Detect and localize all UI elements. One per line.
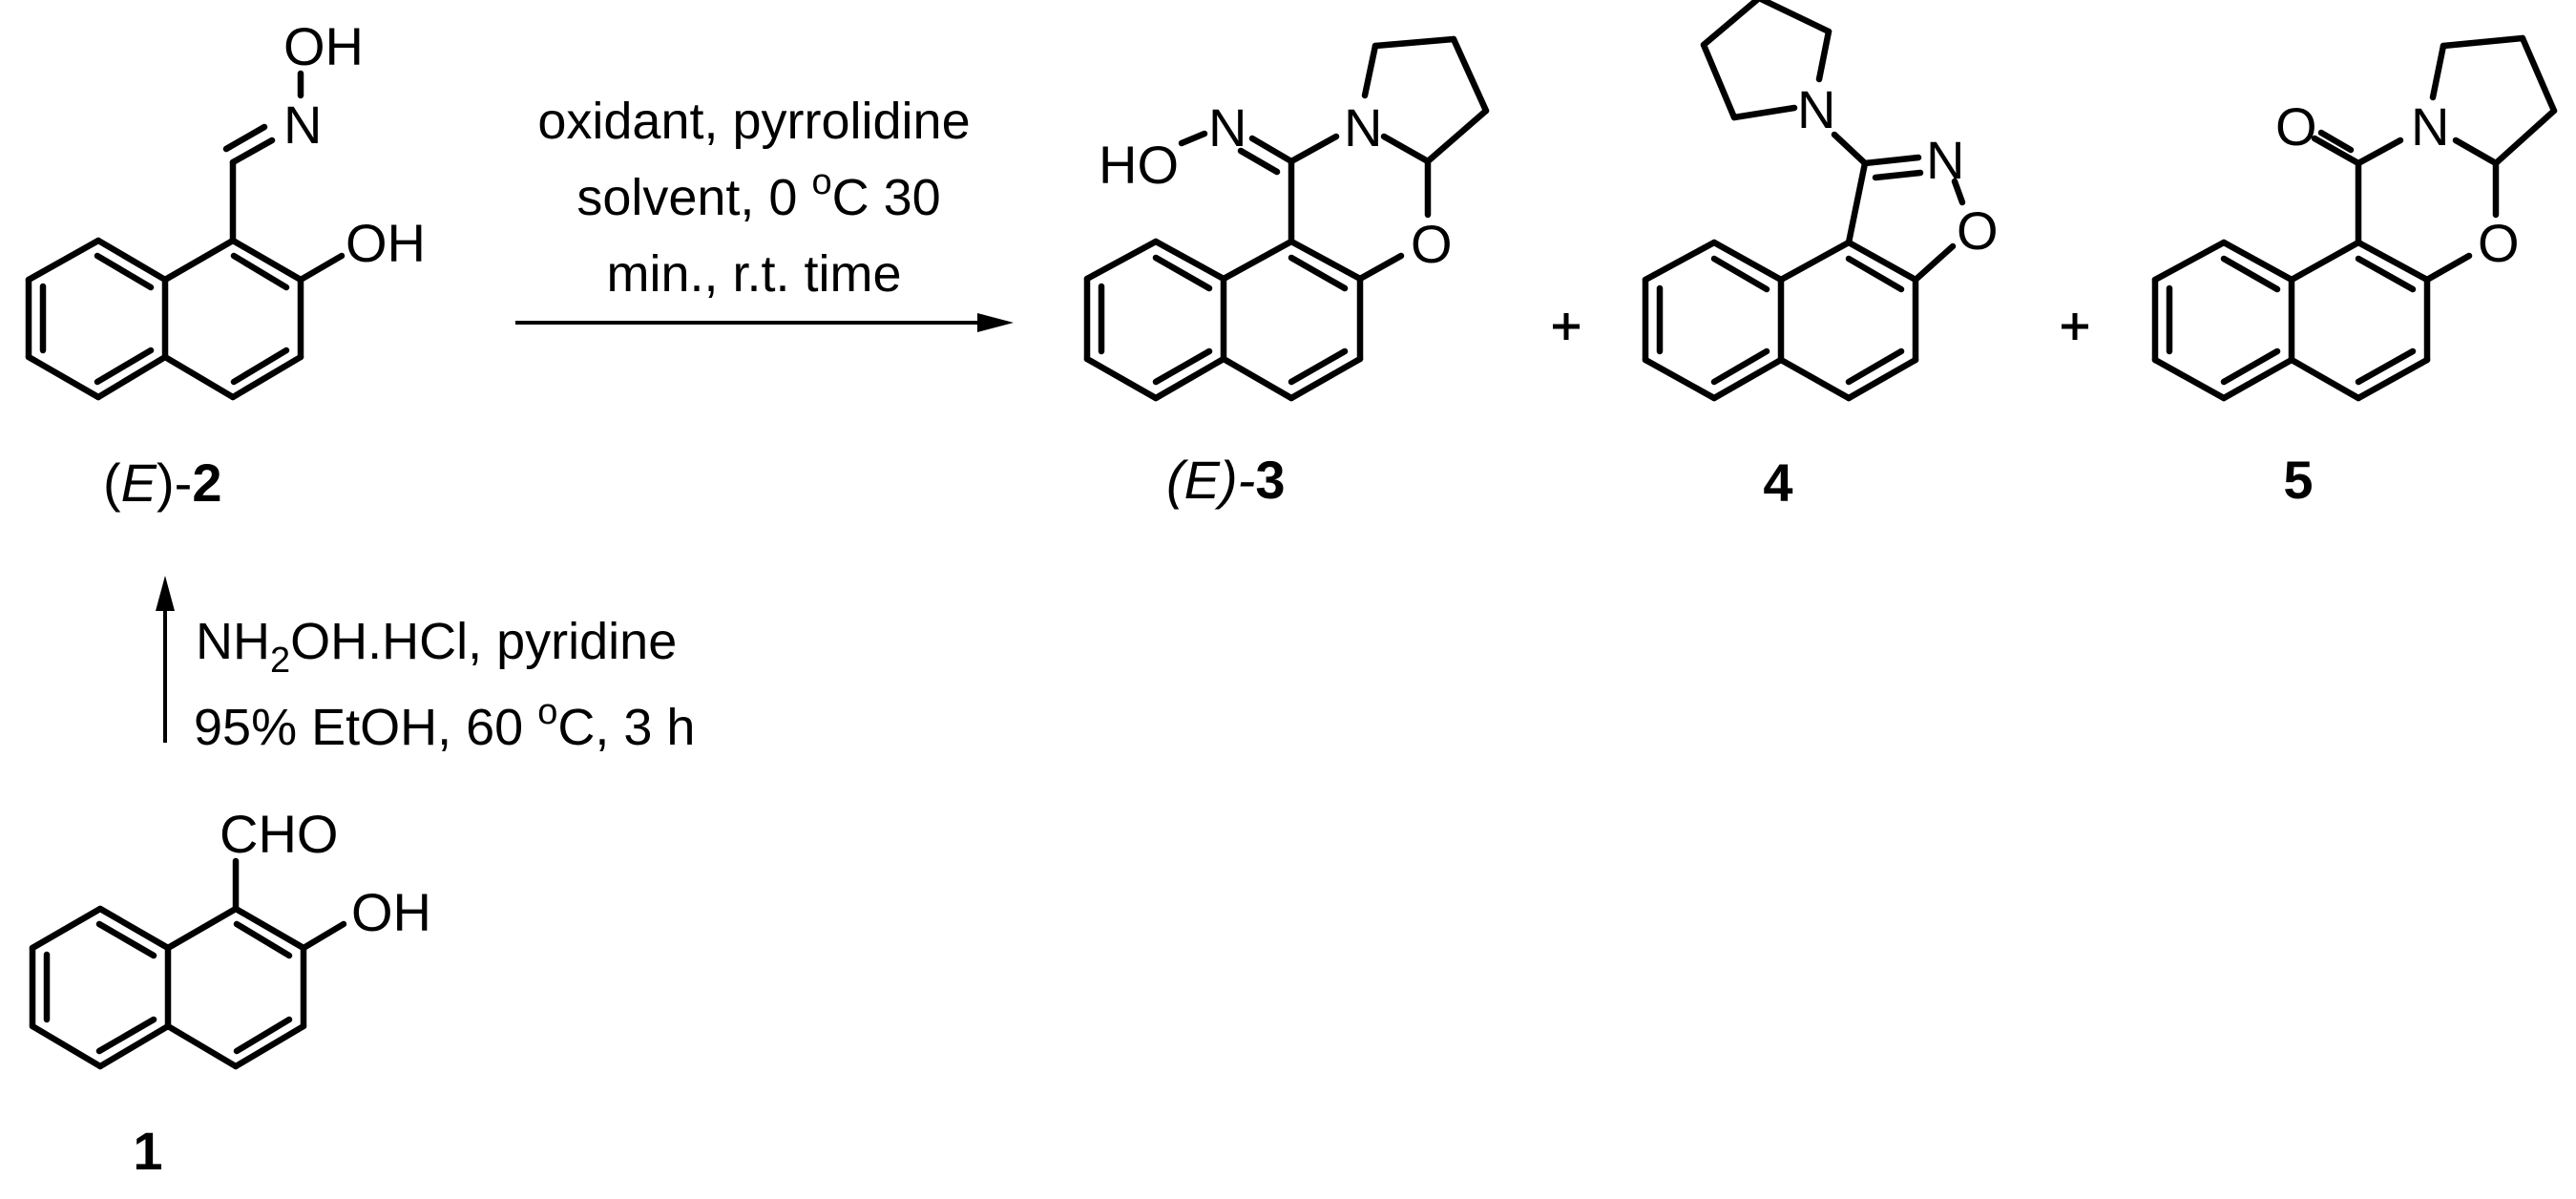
reaction-arrow-up [156, 576, 175, 743]
compound-5-structure [2151, 34, 2558, 402]
compound-4-structure [1642, 0, 1966, 402]
atom-N: N [283, 95, 322, 155]
compound-label-E2: (E)-2 [103, 452, 221, 513]
step2-conditions-line2: solvent, 0 oC 30 [576, 162, 940, 226]
compound-label-4: 4 [1763, 452, 1792, 513]
step2-conditions-line3: min., r.t. time [606, 245, 901, 303]
step1-conditions-line2: 95% EtOH, 60 oC, 3 h [194, 692, 695, 756]
reaction-arrow-right [515, 313, 1014, 332]
atom-O-isoxazole: O [1957, 200, 1999, 261]
atom-O-carbonyl: O [2275, 96, 2317, 157]
compound-label-E3: (E)-3 [1166, 450, 1285, 510]
atom-OH: OH [283, 16, 364, 76]
compound-1-structure [29, 857, 347, 1070]
atom-O-ring: O [1411, 214, 1453, 274]
atom-HO: HO [1099, 135, 1179, 195]
compound-label-5: 5 [2283, 450, 2313, 510]
atom-CHO: CHO [220, 804, 338, 864]
plus-sign [2062, 313, 2088, 340]
atom-O-ring: O [2478, 213, 2520, 273]
compound-label-1: 1 [133, 1121, 162, 1181]
compound-E2-structure [25, 70, 346, 401]
atom-OH: OH [351, 882, 431, 942]
step2-conditions-line1: oxidant, pyrrolidine [537, 93, 970, 150]
atom-N-oxime: N [1208, 97, 1246, 158]
atom-OH: OH [346, 213, 426, 273]
atom-N-ring: N [2411, 96, 2449, 157]
compound-E3-structure [1083, 35, 1490, 402]
atom-N-ring: N [1344, 97, 1382, 158]
step1-conditions-line1: NH2OH.HCl, pyridine [196, 613, 677, 681]
plus-sign [1553, 313, 1580, 340]
atom-N-isoxazole: N [1926, 130, 1964, 190]
atom-N-pyrrolidine: N [1797, 79, 1835, 139]
